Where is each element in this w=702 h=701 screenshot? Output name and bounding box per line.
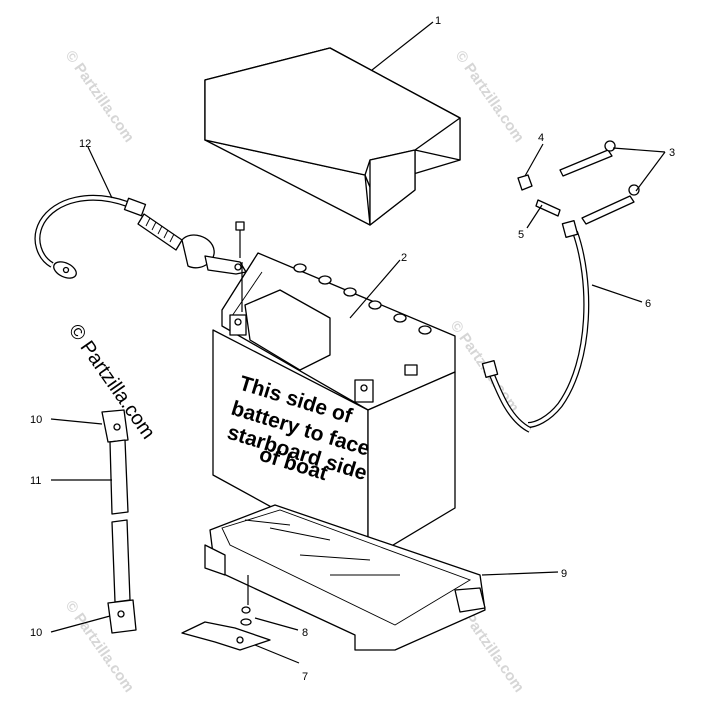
watermark-faint-top-right: © Partzilla.com <box>452 48 528 146</box>
battery-strap <box>101 409 137 634</box>
callout-4: 4 <box>538 132 544 144</box>
callout-8: 8 <box>302 627 308 639</box>
battery: This side of battery to face starboard s… <box>212 252 456 561</box>
terminal-screws <box>559 140 640 225</box>
callout-6: 6 <box>645 298 651 310</box>
lead-wire <box>481 220 590 433</box>
small-screw <box>535 199 561 217</box>
callout-10-top: 10 <box>30 414 42 426</box>
callout-1: 1 <box>435 15 441 27</box>
battery-tray <box>204 504 486 651</box>
battery-vent-caps <box>293 263 432 335</box>
battery-cable <box>34 194 247 279</box>
callout-5: 5 <box>518 229 524 241</box>
callout-2: 2 <box>401 252 407 264</box>
terminal-nut <box>517 174 533 191</box>
callout-7: 7 <box>302 671 308 683</box>
callout-9: 9 <box>561 568 567 580</box>
battery-cover <box>204 47 461 226</box>
callout-lines <box>50 21 666 664</box>
callout-10-bottom: 10 <box>30 627 42 639</box>
callout-3: 3 <box>669 147 675 159</box>
terminal-bolt <box>235 221 245 312</box>
watermark-faint-top-left: © Partzilla.com <box>62 48 138 146</box>
callout-11: 11 <box>30 475 41 487</box>
callout-12: 12 <box>79 138 91 150</box>
hold-down-bracket <box>181 621 271 651</box>
svg-text:© Partzilla.com: © Partzilla.com <box>452 48 528 146</box>
tray-screw <box>240 575 252 626</box>
svg-text:© Partzilla.com: © Partzilla.com <box>62 48 138 146</box>
